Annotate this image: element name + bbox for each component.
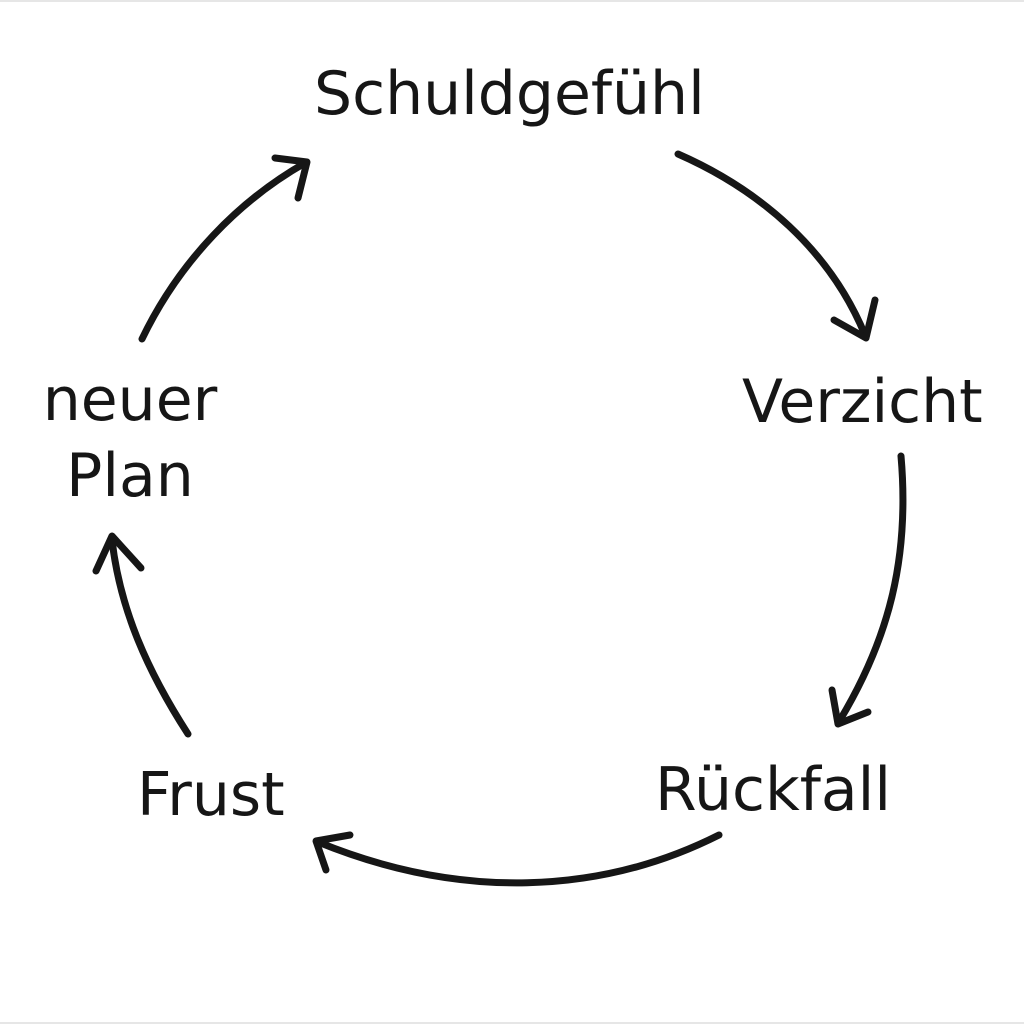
arrowhead (271, 154, 311, 202)
node-label-line: Plan (66, 441, 194, 511)
node-label-line: neuer (42, 365, 218, 435)
arrow-schuldgefuehl-to-verzicht (674, 150, 879, 342)
node-frust: Frust (137, 757, 285, 833)
arrow-verzicht-to-rueckfall (828, 452, 907, 728)
top-border (0, 0, 1024, 2)
arrowhead (830, 296, 879, 342)
arrow-shaft (108, 536, 192, 738)
arrow-shaft (314, 831, 723, 887)
node-neuer-plan: neuer Plan (42, 362, 218, 514)
node-label-line: Frust (137, 760, 285, 830)
bottom-border (0, 1022, 1024, 1024)
arrowhead (828, 686, 872, 728)
node-label-line: Verzicht (742, 367, 983, 437)
arrow-neuer-plan-to-schuldgefuehl (138, 154, 311, 343)
arrow-frust-to-neuer-plan (92, 532, 192, 738)
node-label-line: Rückfall (655, 755, 891, 825)
node-label-line: Schuldgefühl (314, 59, 705, 129)
arrow-shaft (674, 150, 869, 339)
node-verzicht: Verzicht (742, 364, 983, 440)
arrow-rueckfall-to-frust (312, 831, 723, 887)
arrowhead (92, 532, 145, 575)
node-rueckfall: Rückfall (655, 752, 891, 828)
node-schuldgefuehl: Schuldgefühl (314, 56, 705, 132)
arrow-shaft (836, 452, 907, 724)
arrow-shaft (138, 159, 309, 343)
arrowhead (312, 831, 354, 874)
